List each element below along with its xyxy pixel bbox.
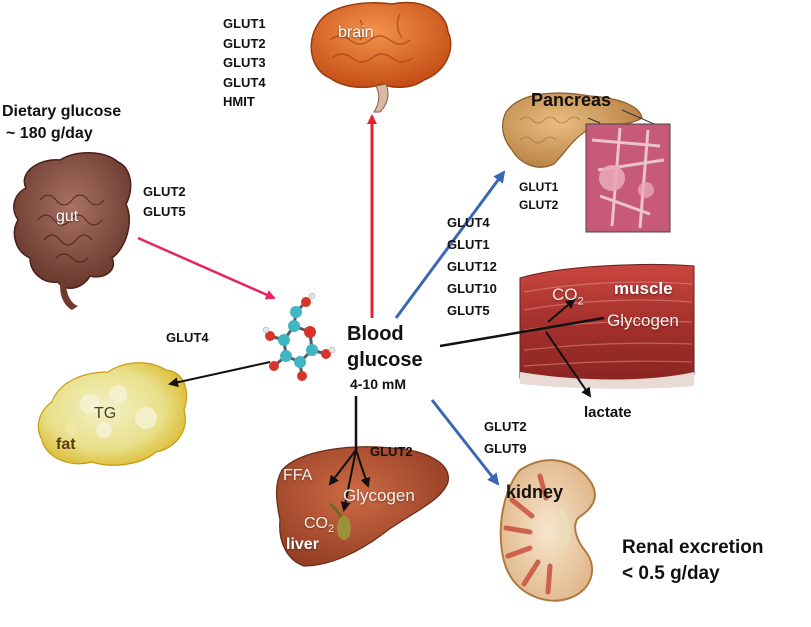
arrow-liver-glycogen bbox=[355, 449, 371, 488]
liver-ffa-label: FFA bbox=[283, 467, 313, 484]
liver-transporter-label: GLUT2 bbox=[370, 444, 413, 459]
transporter-label: GLUT2 bbox=[484, 419, 527, 434]
fat-tg-label: TG bbox=[94, 405, 117, 422]
transporter-label: HMIT bbox=[223, 94, 255, 109]
fat-illustration bbox=[37, 362, 188, 466]
transporter-label: GLUT1 bbox=[519, 180, 559, 194]
gut-illustration bbox=[13, 152, 132, 310]
arrow-to-muscle bbox=[439, 316, 605, 348]
gut-transporter-list: GLUT2 GLUT5 bbox=[143, 182, 186, 221]
muscle-glycogen-label: Glycogen bbox=[607, 311, 679, 330]
transporter-label: GLUT5 bbox=[447, 303, 490, 318]
transporter-label: GLUT10 bbox=[447, 281, 497, 296]
co2-subscript: 2 bbox=[577, 295, 584, 308]
arrow-to-pancreas bbox=[394, 170, 506, 319]
renal-excretion-amount: < 0.5 g/day bbox=[622, 563, 720, 584]
muscle-transporter-list: GLUT4 GLUT1 GLUT12 GLUT10 GLUT5 bbox=[447, 212, 497, 322]
arrow-muscle-co2 bbox=[547, 298, 576, 323]
dietary-glucose-amount: ~ 180 g/day bbox=[6, 125, 93, 142]
transporter-label: GLUT4 bbox=[223, 74, 266, 90]
transporter-label: GLUT3 bbox=[223, 55, 266, 70]
liver-illustration bbox=[275, 446, 449, 567]
fat-label: fat bbox=[56, 436, 76, 453]
blood-glucose-label-2: glucose bbox=[347, 349, 423, 371]
arrow-from-gut bbox=[137, 236, 276, 300]
arrow-to-kidney bbox=[430, 399, 500, 486]
co2-text: CO bbox=[304, 515, 328, 532]
brain-label: brain bbox=[338, 24, 374, 41]
co2-text: CO bbox=[552, 285, 578, 304]
transporter-label: GLUT9 bbox=[484, 441, 527, 456]
liver-glycogen-label: Glycogen bbox=[343, 486, 415, 505]
transporter-label: GLUT1 bbox=[447, 237, 490, 252]
pancreas-transporter-list: GLUT1 GLUT2 bbox=[519, 178, 558, 214]
glucose-molecule bbox=[262, 292, 336, 381]
transporter-label: GLUT2 bbox=[143, 184, 186, 199]
transporter-label: GLUT2 bbox=[223, 35, 266, 51]
dietary-glucose-label: Dietary glucose bbox=[2, 103, 122, 120]
co2-subscript: 2 bbox=[328, 523, 335, 536]
arrow-to-fat bbox=[168, 361, 271, 388]
transporter-label: GLUT2 bbox=[519, 198, 559, 212]
brain-illustration bbox=[310, 1, 452, 113]
fat-transporter-label: GLUT4 bbox=[166, 330, 209, 345]
liver-co2-label: CO2 bbox=[304, 515, 334, 535]
muscle-illustration bbox=[519, 264, 695, 389]
arrow-muscle-lactate bbox=[545, 331, 592, 398]
pancreas-illustration bbox=[502, 92, 671, 233]
brain-transporter-list: GLUT1 GLUT2 GLUT3 GLUT4 HMIT bbox=[223, 14, 266, 112]
lactate-label: lactate bbox=[584, 404, 632, 421]
liver-label: liver bbox=[286, 536, 319, 553]
transporter-label: GLUT12 bbox=[447, 259, 497, 274]
transporter-label: GLUT5 bbox=[143, 203, 186, 219]
gut-label: gut bbox=[56, 208, 79, 225]
transporter-label: GLUT1 bbox=[223, 16, 266, 31]
pancreas-label: Pancreas bbox=[531, 90, 612, 110]
kidney-illustration bbox=[499, 459, 596, 602]
kidney-transporter-list: GLUT2 GLUT9 bbox=[484, 416, 527, 460]
blood-glucose-label: Blood bbox=[347, 323, 404, 345]
arrow-liver-ffa bbox=[328, 449, 357, 486]
renal-excretion-label: Renal excretion bbox=[622, 537, 764, 558]
muscle-co2-label: CO2 bbox=[552, 285, 584, 307]
transporter-label: GLUT4 bbox=[447, 215, 490, 230]
blood-glucose-range: 4-10 mM bbox=[350, 376, 407, 392]
kidney-label: kidney bbox=[506, 482, 564, 502]
arrow-liver-co2 bbox=[340, 449, 357, 512]
muscle-label: muscle bbox=[614, 279, 673, 298]
